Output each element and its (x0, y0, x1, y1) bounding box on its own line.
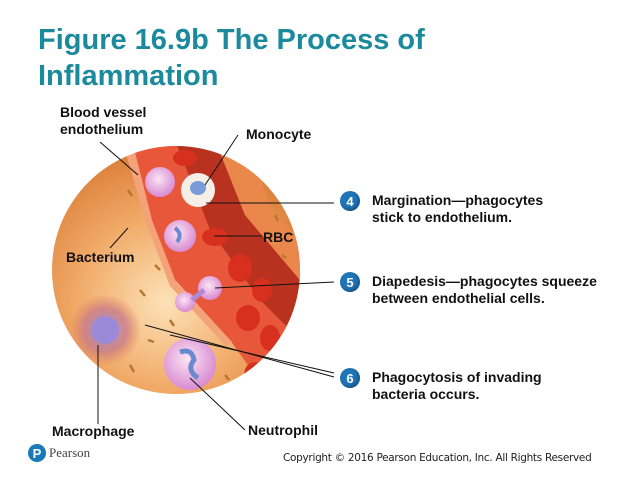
label-rbc: RBC (263, 229, 294, 245)
step-text: Diapedesis—phagocytes squeeze between en… (372, 273, 597, 306)
step-badge: 5 (340, 272, 360, 292)
label-monocyte: Monocyte (246, 126, 312, 142)
pearson-logo: P Pearson (28, 444, 90, 462)
copyright: Copyright © 2016 Pearson Education, Inc.… (283, 452, 592, 464)
label-neutrophil: Neutrophil (248, 422, 318, 438)
label-macrophage: Macrophage (52, 423, 135, 439)
step-badge: 4 (340, 191, 360, 211)
step-badge: 6 (340, 368, 360, 388)
step-6: 6 Phagocytosis of invading bacteria occu… (340, 368, 572, 403)
pearson-p-icon: P (28, 444, 46, 462)
page-title: Figure 16.9b The Process of Inflammation (38, 24, 425, 92)
red-blood-cells (173, 150, 280, 388)
macrophage-cell (69, 294, 141, 366)
step-text: Phagocytosis of invading bacteria occurs… (372, 369, 542, 402)
step-4: 4 Margination—phagocytes stick to endoth… (340, 191, 572, 226)
leader-lines (97, 134, 335, 431)
step-text: Margination—phagocytes stick to endothel… (372, 192, 544, 225)
step-5: 5 Diapedesis—phagocytes squeeze between … (340, 272, 597, 307)
bacteria (126, 189, 287, 381)
label-bacterium: Bacterium (66, 249, 135, 265)
logo-text: Pearson (49, 445, 91, 460)
label-blood-vessel: Blood vessel endothelium (60, 104, 147, 137)
